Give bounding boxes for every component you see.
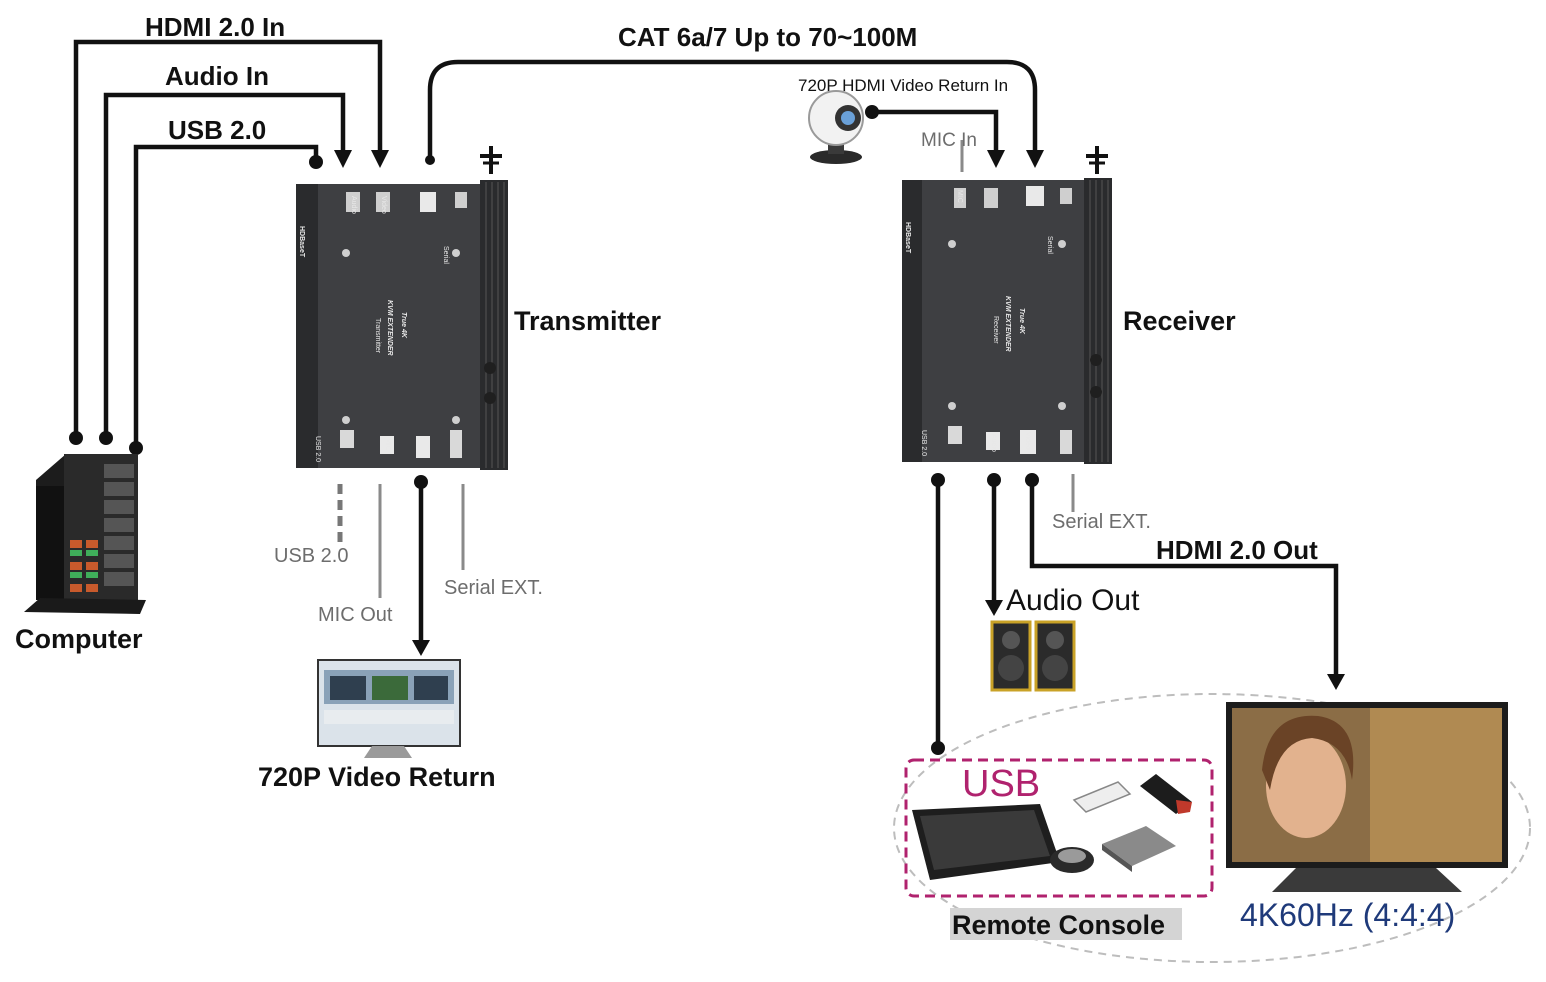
rx-port-mic: MIC bbox=[956, 190, 963, 203]
hdmi-out-label: HDMI 2.0 Out bbox=[1156, 535, 1318, 565]
tx-port-audio: Audio bbox=[350, 196, 357, 214]
transmitter-label: Transmitter bbox=[514, 306, 662, 336]
tx-title-line2: KVM EXTENDER bbox=[386, 300, 393, 356]
scanner-icon bbox=[1102, 826, 1176, 872]
tx-port-mic: MIC bbox=[384, 438, 391, 451]
audio-in-label: Audio In bbox=[165, 61, 269, 91]
tx-serial-label: Serial EXT. bbox=[444, 577, 543, 599]
webcam-icon bbox=[808, 90, 864, 164]
video-return-monitor-icon bbox=[317, 659, 461, 758]
cat-label: CAT 6a/7 Up to 70~100M bbox=[618, 22, 917, 52]
remote-area-ellipse bbox=[893, 693, 1531, 963]
audio-out-label: Audio Out bbox=[1006, 584, 1140, 617]
tx-subtitle: Transmitter bbox=[374, 318, 381, 354]
keyboard-icon bbox=[912, 804, 1060, 880]
card-reader-icon bbox=[1072, 781, 1132, 813]
tx-port-usb: USB 2.0 bbox=[314, 436, 321, 462]
usb-label: USB bbox=[962, 763, 1040, 805]
receiver-device: True 4K KVM EXTENDER Receiver HDBaseT US… bbox=[902, 178, 1112, 464]
tx-bottom-wires bbox=[337, 475, 465, 656]
hdmi-in-label: HDMI 2.0 In bbox=[145, 12, 285, 42]
webcam-wire bbox=[865, 105, 1005, 172]
cat-cable bbox=[425, 59, 1044, 168]
tx-port-serial: Serial bbox=[442, 246, 449, 264]
mic-in-label: MIC In bbox=[921, 130, 977, 151]
video-return-label: 720P Video Return bbox=[258, 762, 496, 792]
speakers-icon bbox=[990, 620, 1076, 692]
transmitter-device: True 4K KVM EXTENDER Transmitter HDBaseT… bbox=[296, 180, 508, 470]
rx-bottom-wires bbox=[931, 473, 1345, 755]
rx-title-line1: True 4K bbox=[1018, 308, 1025, 335]
usb-stick-icon bbox=[1140, 774, 1192, 814]
rx-port-video: Video bbox=[1024, 432, 1031, 450]
video-return-in-label: 720P HDMI Video Return In bbox=[798, 76, 1008, 95]
rx-ground-icon bbox=[1086, 146, 1108, 174]
receiver-label: Receiver bbox=[1123, 306, 1236, 336]
rx-brand: HDBaseT bbox=[904, 222, 911, 254]
rx-subtitle: Receiver bbox=[992, 316, 999, 344]
4k-display-icon bbox=[1226, 702, 1508, 892]
display-mode-label: 4K60Hz (4:4:4) bbox=[1240, 897, 1455, 933]
computer-tower-icon bbox=[24, 454, 146, 614]
tx-usb-label: USB 2.0 bbox=[274, 545, 348, 567]
remote-console-bg bbox=[950, 908, 1182, 940]
remote-console-label: Remote Console bbox=[952, 910, 1165, 940]
tx-brand: HDBaseT bbox=[298, 226, 305, 258]
usb-in-label: USB 2.0 bbox=[168, 115, 266, 145]
rx-serial-label: Serial EXT. bbox=[1052, 511, 1151, 533]
rx-port-audio: Audio bbox=[990, 434, 997, 452]
rx-port-serial: Serial bbox=[1046, 236, 1053, 254]
rx-port-usb: USB 2.0 bbox=[920, 430, 927, 456]
mic-out-label: MIC Out bbox=[318, 604, 393, 626]
tx-title-line1: True 4K bbox=[400, 312, 407, 339]
usb-devices-box bbox=[904, 758, 1214, 898]
tx-port-video: Video bbox=[380, 196, 387, 214]
computer-label: Computer bbox=[15, 624, 143, 654]
tx-ground-icon bbox=[480, 146, 502, 174]
mouse-icon bbox=[1050, 847, 1094, 873]
computer-wires bbox=[69, 39, 389, 455]
rx-title-line2: KVM EXTENDER bbox=[1004, 296, 1011, 352]
